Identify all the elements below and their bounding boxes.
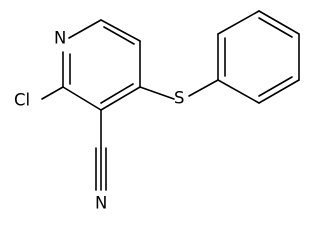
bond-ph-c3-c4 bbox=[258, 10, 300, 35]
atom-label-pyridine-n: N bbox=[54, 29, 66, 48]
bond-s-phenyl bbox=[188, 79, 219, 97]
atom-label-chlorine: Cl bbox=[14, 91, 30, 110]
bond-ph-c5-c6-inner bbox=[258, 76, 293, 97]
bond-c2-cl bbox=[41, 86, 64, 100]
chemical-structure-diagram: N Cl S N bbox=[14, 10, 300, 213]
pyridine-ring bbox=[62, 19, 141, 111]
phenyl-ring bbox=[217, 10, 300, 104]
bond-c5-c6-inner bbox=[103, 26, 135, 45]
bond-c4-s bbox=[139, 86, 175, 100]
bond-ph-c2-c3 bbox=[217, 10, 260, 35]
bond-ph-c6-c1 bbox=[217, 79, 260, 104]
bond-c4-c3 bbox=[100, 86, 141, 111]
atom-label-nitrile-n: N bbox=[95, 194, 107, 213]
bond-c6-c5 bbox=[100, 19, 141, 42]
bond-ph-c3-c4-inner bbox=[258, 17, 293, 38]
atom-label-sulfur: S bbox=[174, 89, 184, 108]
bond-c4-c3-inner bbox=[100, 83, 134, 104]
bond-c3-c2 bbox=[62, 86, 102, 111]
nitrile-group bbox=[95, 109, 107, 191]
bond-n1-c6 bbox=[68, 19, 102, 39]
bond-ph-c5-c6 bbox=[258, 79, 300, 104]
